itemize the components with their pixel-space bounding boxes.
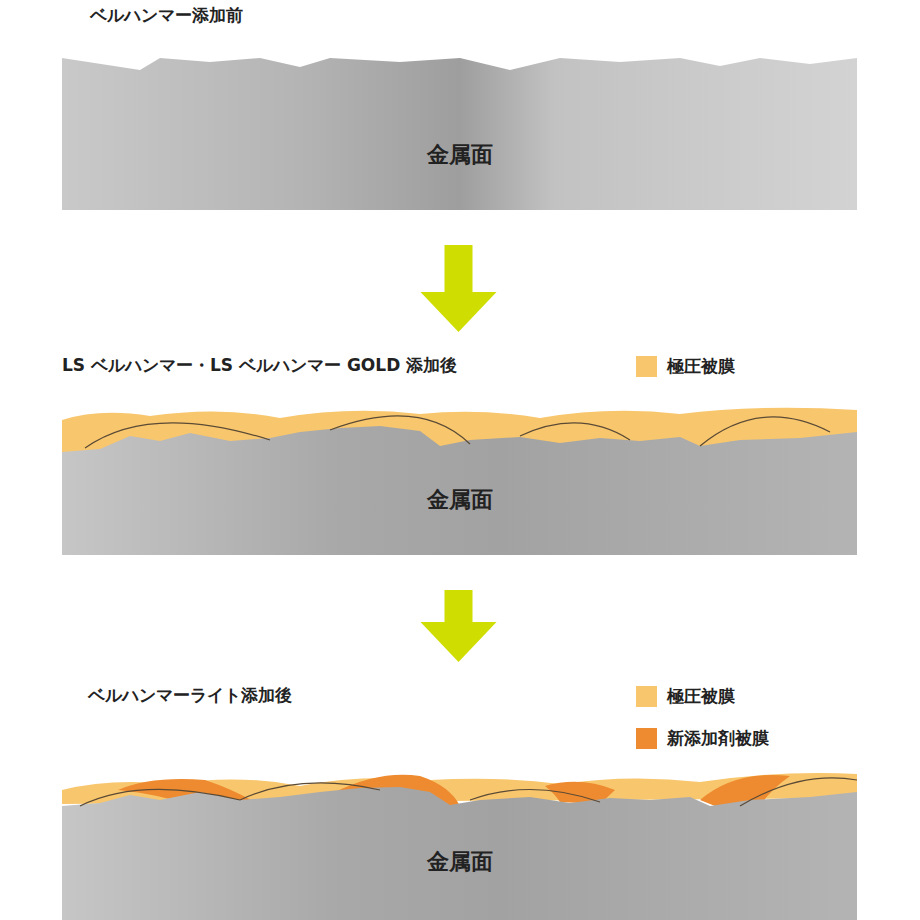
film-outline	[85, 416, 830, 448]
metal-panel: ベルハンマー添加前金属面	[62, 4, 857, 210]
metal-panel: ベルハンマーライト添加後金属面	[62, 684, 857, 920]
metal-panel: LS ベルハンマー・LS ベルハンマー GOLD 添加後金属面	[62, 354, 857, 555]
legend-entry: 極圧被膜	[636, 355, 735, 377]
surface-label: 金属面	[62, 486, 857, 514]
legend-entry: 新添加剤被膜	[636, 727, 769, 749]
flow-arrow	[421, 245, 497, 332]
metal-surface	[62, 787, 857, 920]
arrow-shaft	[445, 590, 473, 624]
arrow-head	[421, 622, 497, 662]
film-outline	[80, 778, 857, 806]
flow-arrow	[421, 590, 497, 662]
panel-heading: ベルハンマー添加前	[90, 4, 243, 26]
legend-swatch	[636, 728, 657, 749]
arrow-shaft	[445, 245, 473, 294]
legend-swatch	[636, 686, 657, 707]
metal-surface	[62, 58, 857, 210]
arrow-head	[421, 292, 497, 332]
legend-entry: 極圧被膜	[636, 685, 735, 707]
surface-label: 金属面	[62, 141, 857, 169]
metal-surface	[62, 426, 857, 555]
panel-heading: ベルハンマーライト添加後	[88, 684, 292, 706]
legend-label: 極圧被膜	[667, 685, 735, 707]
surface-label: 金属面	[62, 848, 857, 876]
panel-heading: LS ベルハンマー・LS ベルハンマー GOLD 添加後	[62, 354, 457, 376]
legend-label: 極圧被膜	[667, 355, 735, 377]
legend-swatch	[636, 356, 657, 377]
legend-label: 新添加剤被膜	[667, 727, 769, 749]
